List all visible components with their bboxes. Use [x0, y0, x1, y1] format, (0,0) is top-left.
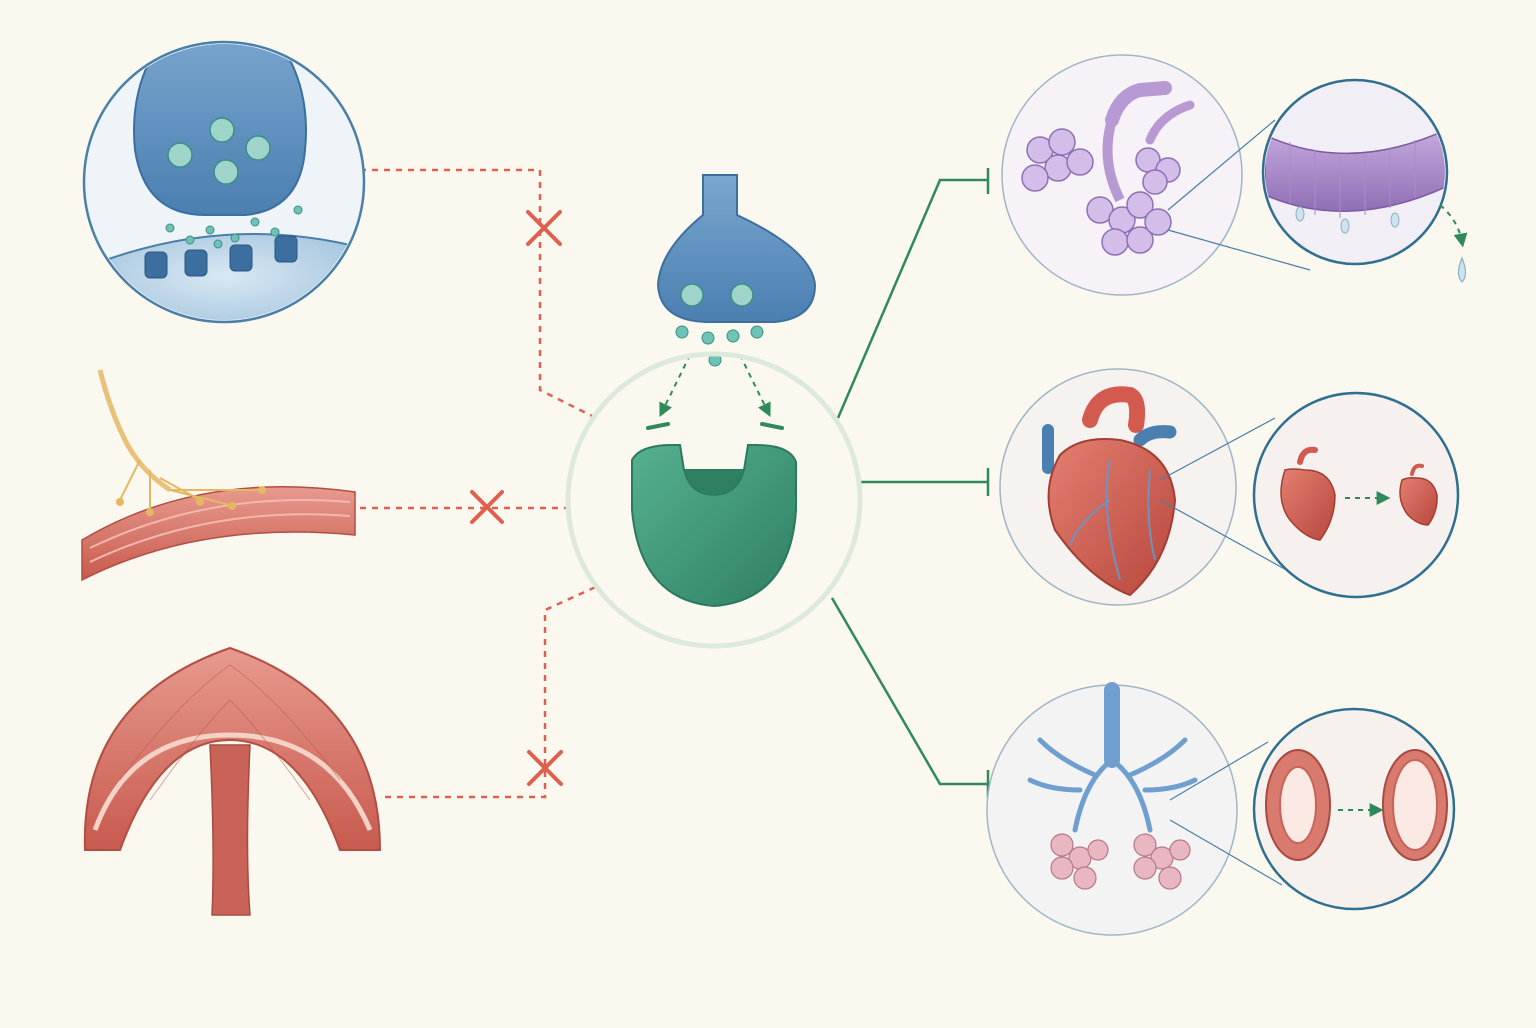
x-cross-icon [470, 490, 504, 524]
dashed-arrow-icon [1439, 204, 1468, 248]
gland-icon [1001, 54, 1243, 296]
central-neuron-terminal [656, 174, 817, 367]
diaphragm-icon [83, 646, 382, 916]
blocked-connections [360, 168, 601, 799]
x-cross-icon [526, 210, 562, 246]
lungs-icon [986, 682, 1238, 936]
blocked-line-diaphragm [385, 583, 601, 799]
zoom-lines [1167, 119, 1311, 271]
heart-icon [999, 368, 1237, 606]
receptor-binding-arrows [659, 354, 771, 418]
blocked-line-synapse [360, 168, 601, 422]
effect-connections [830, 168, 990, 798]
effect-line-glands [836, 178, 988, 419]
effect-line-lungs [830, 597, 988, 786]
epithelium-secretion-icon [1261, 78, 1449, 266]
droplet-icon [1457, 256, 1467, 283]
inhibition-bar-icon [646, 422, 784, 430]
heart-shrink-icon [1252, 391, 1460, 599]
x-cross-icon [527, 750, 563, 786]
receptor [565, 351, 863, 649]
zoom-lines [1169, 741, 1283, 886]
airway-dilation-icon [1252, 707, 1456, 911]
zoom-lines [1159, 417, 1291, 573]
synapse-icon [82, 40, 366, 324]
neuromuscular-junction-icon [81, 369, 356, 582]
